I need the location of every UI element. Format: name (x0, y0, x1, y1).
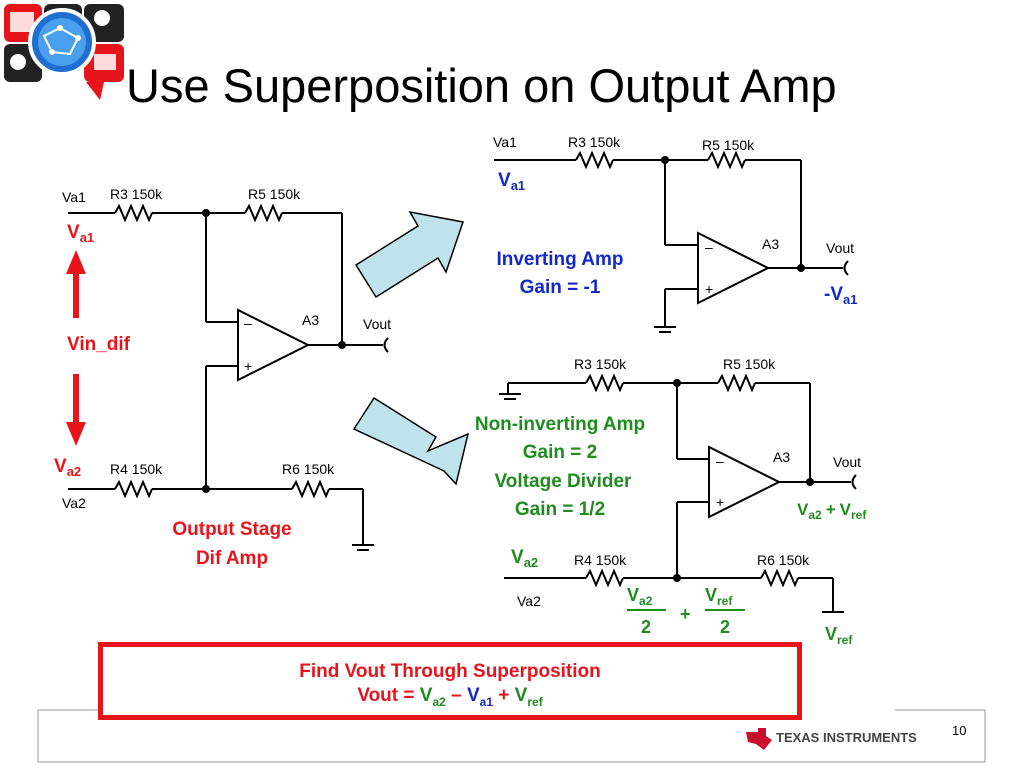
inv-vout-label: Vout (826, 240, 854, 256)
left-r3-label: R3 150k (110, 186, 163, 202)
noninverting-amp-title: Non-inverting Amp (475, 414, 645, 435)
r3-resistor (114, 203, 153, 223)
dif-amp-label: Dif Amp (196, 548, 268, 569)
left-va1-label: Va1 (62, 189, 86, 205)
noninv-r6-label: R6 150k (757, 552, 810, 568)
svg-text:+: + (716, 494, 724, 510)
inv-va1-symbol: Va1 (498, 170, 525, 193)
texas-instruments-wordmark: TEXAS INSTRUMENTS (776, 730, 917, 745)
noninv-r5-label: R5 150k (723, 356, 776, 372)
vin-dif-arrows (66, 250, 86, 446)
inv-va1-label: Va1 (493, 134, 517, 150)
find-vout-equation: Vout = Va2 – Va1 + Vref (357, 685, 543, 709)
frac1-denominator: 2 (641, 617, 651, 637)
inv-r5-resistor (707, 150, 746, 170)
vin-dif-label: Vin_dif (67, 334, 131, 355)
frac2-denominator: 2 (720, 617, 730, 637)
frac-plus: + (680, 604, 691, 624)
r4-resistor (114, 479, 153, 499)
arrow-to-noninverting-icon (352, 396, 470, 486)
svg-text:+: + (244, 358, 252, 374)
svg-text:+: + (705, 281, 713, 297)
noninv-r6-resistor (760, 568, 799, 588)
inv-r3-resistor (575, 150, 614, 170)
output-stage-label: Output Stage (172, 519, 291, 540)
r5-resistor (244, 203, 283, 223)
svg-text:–: – (244, 315, 252, 331)
footer-frame (37, 709, 986, 763)
r6-resistor (291, 479, 330, 499)
inv-opamp (697, 231, 771, 305)
left-r6-label: R6 150k (282, 461, 335, 477)
a3-opamp (237, 308, 311, 382)
left-va2-label: Va2 (62, 495, 86, 511)
inv-r3-label: R3 150k (568, 134, 621, 150)
inv-r5-label: R5 150k (702, 137, 755, 153)
voltage-divider-title: Voltage Divider (495, 471, 633, 492)
noninv-output-sum: Va2+Vref (797, 500, 867, 522)
noninv-r4-resistor (585, 568, 624, 588)
noninv-va2-symbol: Va2 (511, 547, 538, 570)
frac2-numerator: Vref (705, 585, 733, 608)
noninv-vout-label: Vout (833, 454, 861, 470)
arrow-to-inverting-icon (354, 210, 464, 299)
noninv-r4-label: R4 150k (574, 552, 627, 568)
left-amp-label: A3 (302, 312, 319, 328)
noninverting-circuit (499, 373, 857, 613)
noninv-opamp (708, 445, 782, 519)
inv-amp-label: A3 (762, 236, 779, 252)
left-r5-label: R5 150k (248, 186, 301, 202)
presentation-logo-icon (4, 4, 124, 100)
page-number: 10 (952, 723, 967, 738)
noninv-va2-label: Va2 (517, 593, 541, 609)
texas-instruments-logo-icon (746, 728, 772, 750)
svg-text:–: – (716, 453, 724, 469)
find-vout-heading: Find Vout Through Superposition (299, 661, 601, 682)
inverting-gain: Gain = -1 (520, 277, 601, 298)
left-va1-symbol: Va1 (67, 222, 94, 245)
noninverting-gain: Gain = 2 (523, 442, 597, 463)
voltage-divider-gain: Gain = 1/2 (515, 499, 605, 520)
inverting-amp-title: Inverting Amp (496, 249, 623, 270)
left-vout-label: Vout (363, 316, 391, 332)
left-r4-label: R4 150k (110, 461, 163, 477)
noninv-r3-label: R3 150k (574, 356, 627, 372)
frac1-numerator: Va2 (627, 585, 653, 608)
vref-symbol: Vref (825, 624, 853, 647)
noninv-r5-resistor (717, 373, 756, 393)
noninv-amp-label: A3 (773, 449, 790, 465)
find-vout-box: Find Vout Through Superposition Vout = V… (98, 642, 802, 720)
svg-text:–: – (705, 239, 713, 255)
page-title: Use Superposition on Output Amp (126, 59, 837, 112)
noninv-r3-resistor (585, 373, 624, 393)
left-va2-symbol: Va2 (54, 456, 81, 479)
inverting-circuit (494, 150, 849, 333)
left-circuit (68, 203, 389, 551)
inv-output-symbol: -Va1 (824, 284, 857, 307)
